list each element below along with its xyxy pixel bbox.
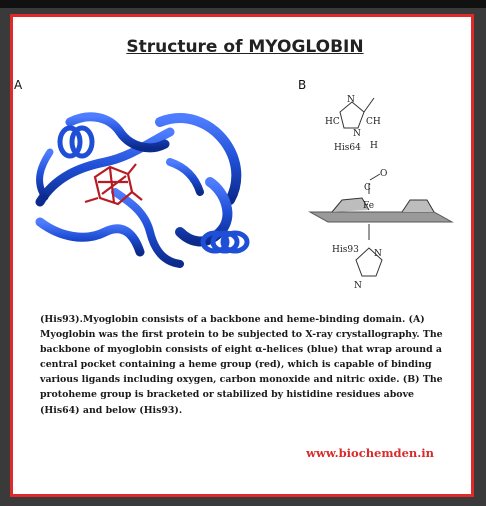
helix-coil <box>57 125 83 159</box>
heme-group <box>84 163 143 206</box>
heme-histidine-structure: N HC CH N H His64 C O Fe His93 N N <box>308 95 454 291</box>
helix-ribbon <box>155 113 242 205</box>
atom-label: H <box>370 141 378 151</box>
helix-ribbon <box>166 158 204 196</box>
atom-label: O <box>380 169 387 179</box>
helix-ribbon <box>65 112 170 153</box>
figure-caption: (His93).Myoglobin consists of a backbone… <box>40 314 443 416</box>
helix-coil <box>200 230 230 254</box>
atom-label: C <box>364 183 371 193</box>
myoglobin-ribbon-illustration <box>35 112 250 268</box>
co-ligand <box>368 173 381 194</box>
his93-label: His93 <box>332 245 359 255</box>
helix-ribbon <box>36 148 54 201</box>
top-bar <box>0 0 486 8</box>
atom-label: N <box>374 249 382 259</box>
figure-title: Structure of MYOGLOBIN <box>126 37 364 57</box>
panel-label-b: B <box>298 78 307 92</box>
bond <box>363 97 375 113</box>
atom-label: HC <box>325 117 340 127</box>
his64-label: His64 <box>334 143 361 153</box>
helix-ribbon <box>35 217 145 257</box>
website-credit: www.biochemden.in <box>306 446 434 460</box>
atom-label: CH <box>366 117 381 127</box>
imidazole-ring <box>355 247 383 277</box>
atom-label: N <box>354 281 362 291</box>
helix-ribbon <box>35 127 175 207</box>
helix-coil <box>220 230 250 254</box>
atom-label: N <box>347 95 355 105</box>
figure-card: Structure of MYOGLOBIN <box>10 14 474 497</box>
porphyrin-plane <box>308 211 454 223</box>
helix-ribbon <box>111 188 184 268</box>
helix-coil <box>210 230 240 254</box>
porphyrin-ring <box>331 197 435 213</box>
imidazole-ring <box>339 101 365 129</box>
panel-label-a: A <box>14 78 23 92</box>
helix-coil <box>69 125 95 159</box>
iron-label: Fe <box>363 201 374 211</box>
atom-label: N <box>353 129 361 139</box>
